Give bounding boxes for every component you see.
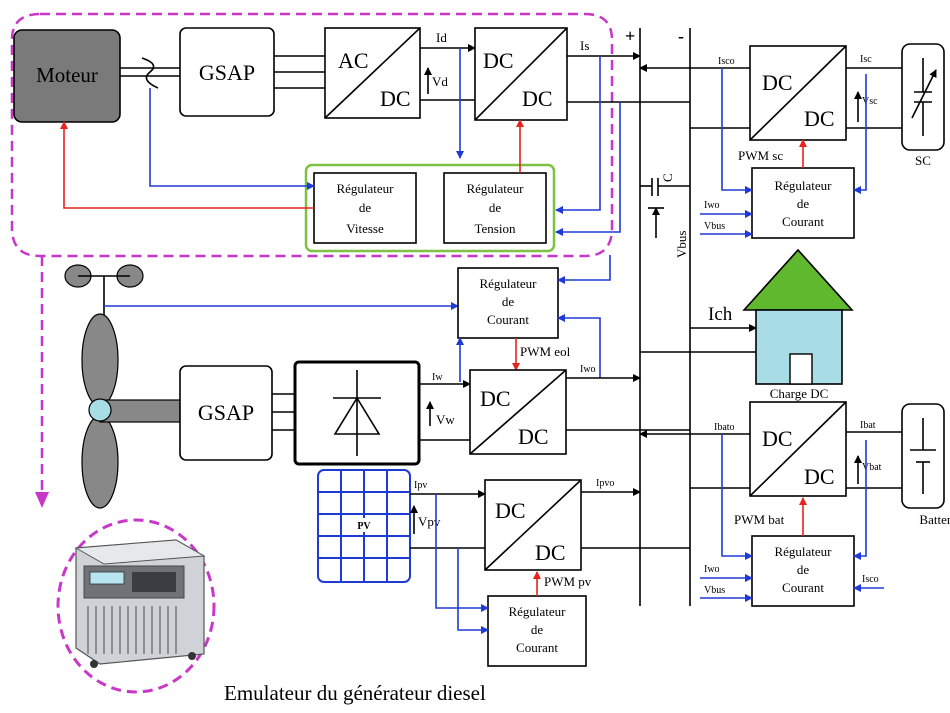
gsap-bottom-block <box>179 365 273 461</box>
ibato-label: Ibato <box>714 422 735 433</box>
battery-current-regulator-block <box>751 535 855 607</box>
sc-regulator-line2: de <box>797 196 810 211</box>
anemometer-icon <box>64 264 144 324</box>
battery-label: Batterie <box>919 512 950 527</box>
pv-regulator-line2: de <box>531 622 544 637</box>
dcdc-pv-in-label: DC <box>495 498 526 523</box>
charge-label: Charge DC <box>770 386 829 401</box>
dcdc-sc-in-label: DC <box>762 70 793 95</box>
wind-current-regulator-block <box>457 267 559 339</box>
wind-regulator-line2: de <box>502 294 515 309</box>
diesel-emulator-equipment-picture <box>56 518 216 694</box>
voltage-regulator-line3: Tension <box>475 221 516 236</box>
ibat-label: Ibat <box>860 420 876 431</box>
ich-label: Ich <box>708 304 733 325</box>
speed-regulator-line1: Régulateur <box>336 181 394 196</box>
dcdc-sc-out-label: DC <box>804 106 835 131</box>
battery-regulator-line1: Régulateur <box>774 544 832 559</box>
sc-current-regulator-block <box>751 167 855 239</box>
voltage-regulator-block <box>443 172 547 244</box>
iwo-sc-label: Iwo <box>704 200 720 211</box>
capacitor-label: C <box>660 173 675 182</box>
bus-plus-label: + <box>625 26 635 46</box>
dcdc-wind-in-label: DC <box>480 386 511 411</box>
vbus-bat-label: Vbus <box>704 585 725 596</box>
acdc-out-label: DC <box>380 86 411 111</box>
pwm-eol-label: PWM eol <box>520 344 571 359</box>
dcdc-wind-out-label: DC <box>518 424 549 449</box>
wind-regulator-line1: Régulateur <box>479 276 537 291</box>
battery-regulator-line3: Courant <box>782 580 824 595</box>
isc-label: Isc <box>860 54 872 65</box>
vbus-label: Vbus <box>674 231 689 258</box>
wind-regulator-line3: Courant <box>487 312 529 327</box>
iwo-wind-label: Iwo <box>580 364 596 375</box>
vbat-label: Vbat <box>862 462 882 473</box>
is-label: Is <box>580 38 589 53</box>
battery-block <box>901 403 945 509</box>
emulator-caption: Emulateur du générateur diesel <box>224 681 486 705</box>
battery-regulator-line2: de <box>797 562 810 577</box>
iw-label: Iw <box>432 372 443 383</box>
isco-bat-label: Isco <box>862 574 879 585</box>
iwo-bat-label: Iwo <box>704 564 720 575</box>
voltage-regulator-line2: de <box>489 200 502 215</box>
dcdc-diesel-out-label: DC <box>522 86 553 111</box>
pv-regulator-line1: Régulateur <box>508 604 566 619</box>
wind-turbine-icon <box>81 313 181 509</box>
dcdc-diesel-in-label: DC <box>483 48 514 73</box>
vbus-sc-label: Vbus <box>704 221 725 232</box>
pv-regulator-line3: Courant <box>516 640 558 655</box>
acdc-in-label: AC <box>338 48 369 73</box>
pwm-sc-label: PWM sc <box>738 148 783 163</box>
speed-regulator-line3: Vitesse <box>346 221 384 236</box>
ipv-label: Ipv <box>414 480 427 491</box>
vw-label: Vw <box>436 412 455 427</box>
ipvo-label: Ipvo <box>596 478 614 489</box>
speed-regulator-line2: de <box>359 200 372 215</box>
bus-minus-label: - <box>678 26 684 46</box>
pwm-pv-label: PWM pv <box>544 574 592 589</box>
dcdc-battery-in-label: DC <box>762 426 793 451</box>
pv-label: PV <box>357 521 371 532</box>
motor-label: Moteur <box>36 63 98 87</box>
house-roof-icon <box>742 248 854 311</box>
sc-label: SC <box>915 153 931 168</box>
voltage-regulator-line1: Régulateur <box>466 181 524 196</box>
sc-regulator-line3: Courant <box>782 214 824 229</box>
diesel-emulator-frame <box>10 12 614 258</box>
sc-regulator-line1: Régulateur <box>774 178 832 193</box>
id-label: Id <box>436 30 447 45</box>
gsap-top-label: GSAP <box>199 60 255 85</box>
pwm-bat-label: PWM bat <box>734 512 785 527</box>
dcdc-battery-out-label: DC <box>804 464 835 489</box>
emulator-link-arrow <box>35 492 49 508</box>
vpv-label: Vpv <box>418 514 441 529</box>
dcdc-pv-out-label: DC <box>535 540 566 565</box>
isco-sc-label: Isco <box>718 56 735 67</box>
coupling-icon <box>141 57 159 89</box>
vd-label: Vd <box>432 74 448 89</box>
vsc-label: Vsc <box>862 96 878 107</box>
house-door-icon <box>789 353 813 385</box>
diode-icon <box>333 370 381 456</box>
gsap-bottom-label: GSAP <box>198 400 254 425</box>
